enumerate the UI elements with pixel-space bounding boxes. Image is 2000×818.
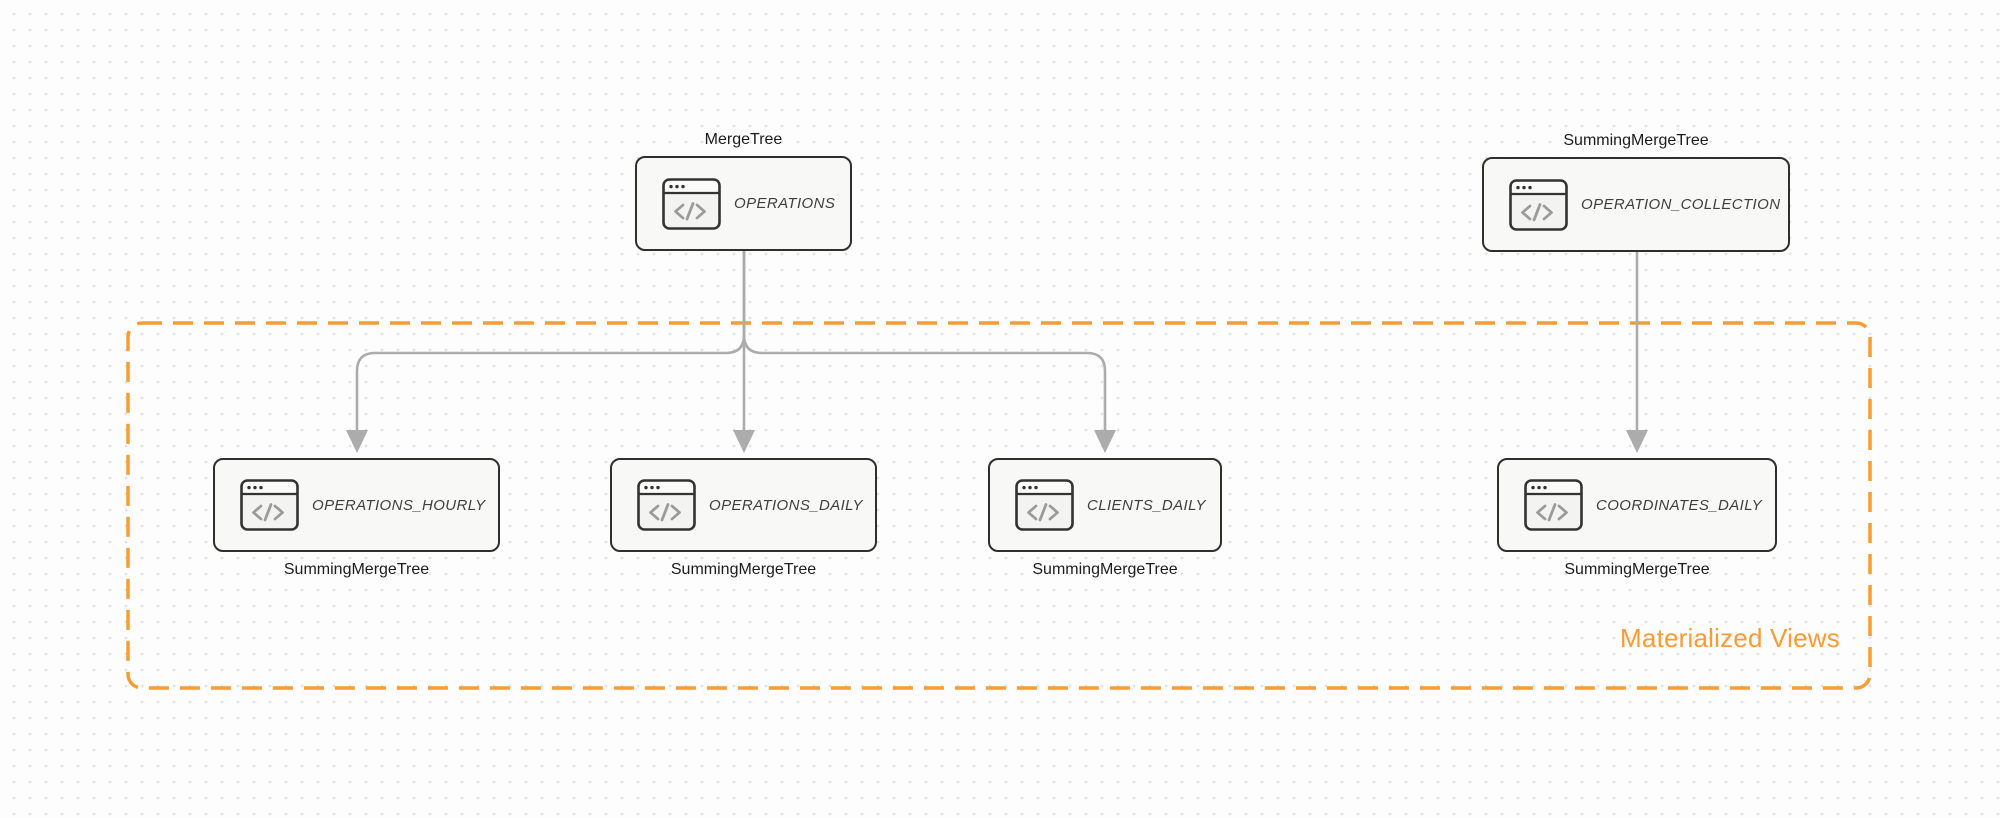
node-operations-hourly: SummingMergeTree OPERATIONS_HOURLY bbox=[213, 458, 500, 578]
engine-label-operations-daily: SummingMergeTree bbox=[670, 561, 817, 578]
code-window-icon bbox=[1015, 479, 1074, 531]
engine-label-operations: MergeTree bbox=[704, 131, 783, 148]
arrowhead-operations-hourly bbox=[346, 430, 368, 453]
node-label-operations: OPERATIONS bbox=[734, 195, 836, 212]
node-box-operation-collection[interactable]: OPERATION_COLLECTION bbox=[1482, 157, 1790, 252]
code-window-icon bbox=[1524, 479, 1583, 531]
code-window-icon bbox=[1509, 178, 1568, 231]
node-label-operations-daily: OPERATIONS_DAILY bbox=[709, 496, 863, 514]
node-box-clients-daily[interactable]: CLIENTS_DAILY bbox=[988, 458, 1222, 552]
code-window-icon bbox=[637, 479, 696, 531]
materialized-views-label: Materialized Views bbox=[1620, 623, 1840, 653]
node-label-operations-hourly: OPERATIONS_HOURLY bbox=[312, 496, 486, 514]
code-window-icon bbox=[240, 479, 299, 531]
node-box-operations-hourly[interactable]: OPERATIONS_HOURLY bbox=[213, 458, 500, 552]
node-operations-daily: SummingMergeTree OPERATIONS_DAILY bbox=[610, 458, 877, 578]
arrowhead-coordinates-daily bbox=[1626, 430, 1648, 453]
arrowhead-clients-daily bbox=[1094, 430, 1116, 453]
node-label-operation-collection: OPERATION_COLLECTION bbox=[1581, 196, 1781, 213]
node-operation-collection: SummingMergeTree OPERATION_COLLECTION bbox=[1482, 132, 1790, 252]
materialized-views-group-outline[interactable] bbox=[126, 321, 1872, 690]
node-box-coordinates-daily[interactable]: COORDINATES_DAILY bbox=[1497, 458, 1777, 552]
code-window-icon bbox=[662, 177, 721, 230]
edge-operations-to-operations-hourly bbox=[355, 251, 746, 431]
engine-label-operations-hourly: SummingMergeTree bbox=[283, 561, 430, 578]
node-box-operations-daily[interactable]: OPERATIONS_DAILY bbox=[610, 458, 877, 552]
node-clients-daily: SummingMergeTree CLIENTS_DAILY bbox=[988, 458, 1222, 578]
engine-label-clients-daily: SummingMergeTree bbox=[1032, 561, 1178, 578]
node-box-operations[interactable]: OPERATIONS bbox=[635, 156, 852, 251]
arrowhead-operations-daily bbox=[733, 430, 755, 453]
edge-operations-to-clients-daily bbox=[742, 251, 1107, 431]
engine-label-operation-collection: SummingMergeTree bbox=[1563, 132, 1709, 149]
node-coordinates-daily: SummingMergeTree COORDINATES_DAILY bbox=[1497, 458, 1777, 578]
node-operations: MergeTree OPERATIONS bbox=[635, 131, 852, 251]
node-label-coordinates-daily: COORDINATES_DAILY bbox=[1596, 496, 1763, 514]
engine-label-coordinates-daily: SummingMergeTree bbox=[1564, 561, 1710, 578]
node-label-clients-daily: CLIENTS_DAILY bbox=[1087, 496, 1206, 514]
